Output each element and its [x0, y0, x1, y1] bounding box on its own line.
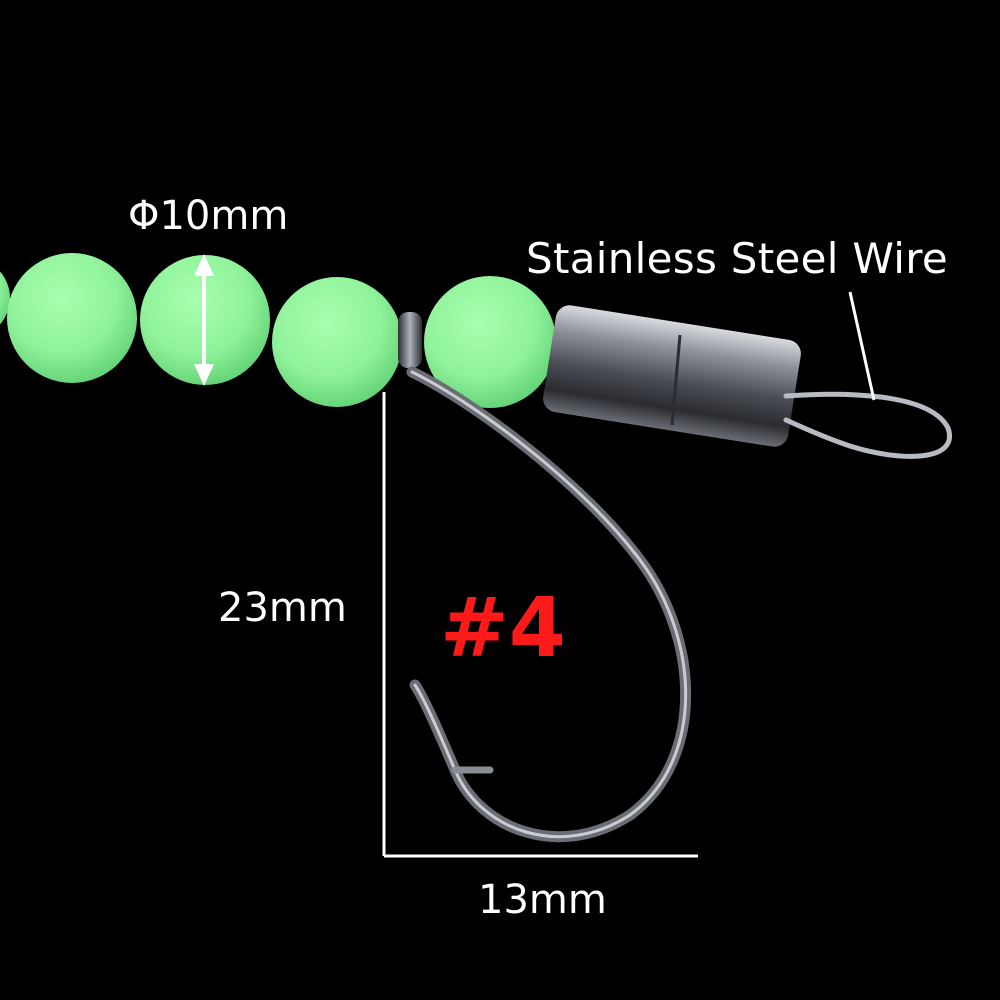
- wire-pointer-icon: [848, 291, 876, 401]
- dimension-lines-icon: [382, 392, 698, 858]
- diameter-arrow-icon: [194, 254, 214, 386]
- hook-height-label: 23mm: [218, 585, 347, 631]
- wire-loop-icon: [783, 391, 953, 459]
- crimp-sleeve-icon: [543, 305, 801, 447]
- hook-width-label: 13mm: [478, 877, 607, 923]
- material-label: Stainless Steel Wire: [526, 234, 949, 283]
- hook-size-label: #4: [440, 581, 566, 676]
- fish-hook-icon: [406, 366, 692, 843]
- glow-bead-icon: [0, 253, 556, 408]
- diameter-label: Φ10mm: [128, 193, 289, 239]
- swivel-bead-icon: [398, 312, 422, 368]
